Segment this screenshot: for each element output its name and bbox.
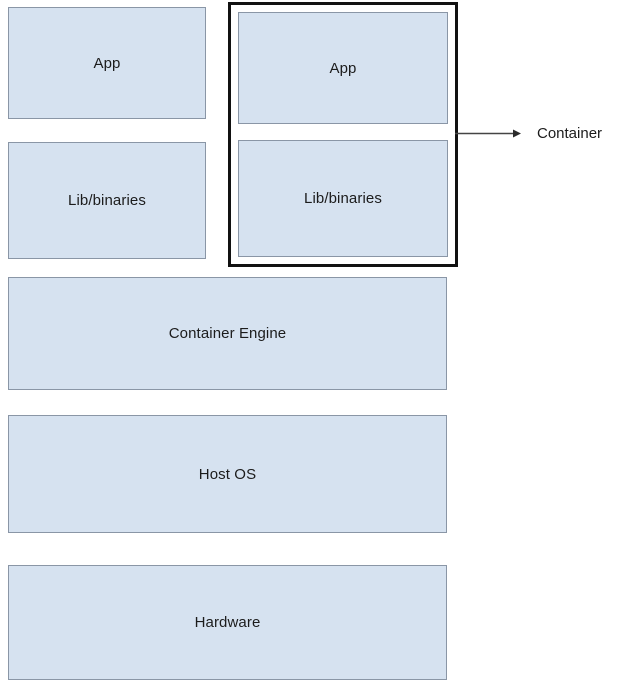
container-callout-arrow bbox=[455, 129, 521, 138]
box-hardware[interactable]: Hardware bbox=[8, 565, 447, 680]
box-container-engine-label: Container Engine bbox=[168, 325, 287, 342]
box-container-lib-binaries[interactable]: Lib/binaries bbox=[238, 140, 448, 257]
box-host-os-label: Host OS bbox=[198, 465, 257, 483]
box-container-engine[interactable]: Container Engine bbox=[8, 277, 447, 390]
container-callout-label: Container bbox=[537, 125, 603, 142]
box-container-lib-binaries-label: Lib/binaries bbox=[304, 190, 382, 207]
box-hardware-label: Hardware bbox=[194, 614, 261, 631]
box-left-lib-binaries-label: Lib/binaries bbox=[68, 192, 146, 209]
box-left-app[interactable]: App bbox=[8, 7, 206, 119]
box-left-lib-binaries[interactable]: Lib/binaries bbox=[8, 142, 206, 259]
box-container-app[interactable]: App bbox=[238, 12, 448, 124]
box-host-os[interactable]: Host OS bbox=[8, 415, 447, 533]
box-container-app-label: App bbox=[329, 59, 357, 77]
box-left-app-label: App bbox=[93, 54, 121, 72]
